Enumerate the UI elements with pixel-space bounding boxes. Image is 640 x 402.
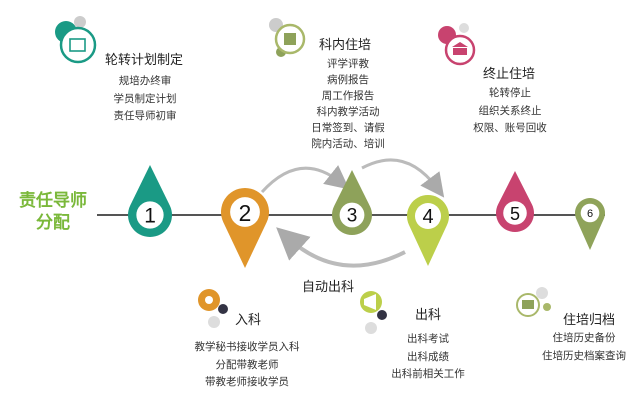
step-pin-5: 5 (496, 171, 534, 232)
dept-title: 科内住培 (319, 38, 372, 53)
list-item: 分配带教老师 (215, 358, 279, 371)
step-number: 3 (347, 206, 358, 227)
exit-title: 出科 (415, 308, 442, 323)
plan-title: 轮转计划制定 (105, 53, 184, 68)
terminate-items: 轮转停止 组织关系终止 权限、账号回收 (473, 85, 547, 138)
step-pin-6: 6 (575, 197, 606, 250)
auto-exit-label: 自动出科 (302, 280, 355, 295)
list-item: 组织关系终止 (478, 104, 542, 117)
lead-line-1: 责任导师 (19, 191, 87, 211)
megaphone-icon (360, 291, 387, 334)
list-item: 病例报告 (327, 74, 369, 86)
step-number: 2 (239, 200, 252, 226)
enter-title: 入科 (235, 313, 262, 328)
pin-badge (503, 201, 527, 225)
step-number: 4 (422, 206, 433, 228)
list-item: 出科前相关工作 (391, 368, 465, 380)
step-pin-3: 3 (332, 170, 372, 235)
list-item: 轮转停止 (489, 87, 531, 99)
list-item: 规培办终审 (118, 75, 172, 87)
pin-badge (339, 202, 365, 228)
list-item: 出科成绩 (407, 350, 449, 363)
list-item: 权限、账号回收 (473, 122, 547, 134)
cycle-arrow-top-left (260, 165, 350, 194)
pin-badge (580, 203, 600, 223)
list-item: 出科考试 (407, 333, 449, 345)
list-item: 院内活动、培训 (311, 138, 385, 150)
cycle-arrow-bottom (276, 227, 406, 268)
archive-icon (516, 287, 551, 317)
exit-items: 出科考试 出科成绩 出科前相关工作 (391, 331, 465, 384)
step-number: 5 (510, 204, 520, 224)
calendar-edit-icon (55, 16, 97, 64)
list-item: 带教老师接收学员 (205, 376, 289, 388)
list-item: 学员制定计划 (113, 92, 177, 105)
cycle-arrow-top-right (361, 158, 445, 198)
list-item: 住培历史备份 (552, 332, 616, 344)
dept-items: 评学评教 病例报告 周工作报告 科内教学活动 日常签到、请假 院内活动、培训 (311, 56, 385, 152)
pin-badge (230, 197, 260, 227)
step-number: 6 (587, 208, 593, 220)
list-item: 住培历史档案查询 (542, 349, 626, 362)
archive-items: 住培历史备份 住培历史档案查询 (542, 330, 626, 365)
archive-title: 住培归档 (563, 313, 616, 328)
list-item: 责任导师初审 (113, 110, 177, 122)
step-pin-1: 1 (128, 165, 172, 237)
lead-line-2: 分配 (36, 213, 70, 233)
step-number: 1 (144, 205, 156, 228)
step-pin-2: 2 (221, 188, 270, 268)
terminate-title: 终止住培 (483, 67, 536, 82)
list-item: 评学评教 (327, 58, 369, 70)
lead-label: 责任导师 分配 (10, 190, 96, 234)
pin-badge (136, 201, 164, 229)
list-item: 日常签到、请假 (311, 122, 385, 134)
list-item: 周工作报告 (321, 90, 375, 102)
list-item: 教学秘书接收学员入科 (194, 341, 300, 353)
book-icon (269, 18, 306, 57)
bank-icon (438, 23, 476, 66)
plan-items: 规培办终审 学员制定计划 责任导师初审 (114, 73, 177, 126)
list-item: 科内教学活动 (316, 106, 380, 118)
group-icon (198, 289, 228, 328)
step-pin-4: 4 (407, 195, 450, 266)
enter-items: 教学秘书接收学员入科 分配带教老师 带教老师接收学员 (195, 339, 300, 392)
pin-badge (414, 202, 442, 230)
